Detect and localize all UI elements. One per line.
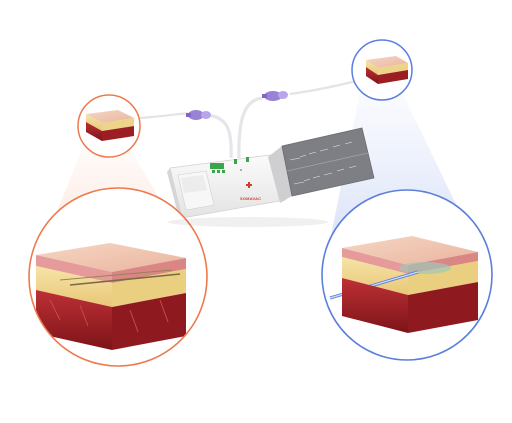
device-shadow xyxy=(168,217,328,227)
large-tissue-callout-left xyxy=(28,187,208,367)
connector-tube-left xyxy=(207,113,233,159)
right-tube-connector xyxy=(262,91,288,101)
drain-pump-device xyxy=(167,154,286,222)
fluid-reservoir-panel xyxy=(268,127,375,203)
large-tissue-callout-right xyxy=(321,189,493,361)
status-indicator-lights xyxy=(210,163,224,169)
connector-tube-right xyxy=(237,96,263,159)
left-tube-connector xyxy=(186,110,211,120)
drain-line-left xyxy=(69,273,181,286)
small-tissue-callout-left xyxy=(77,94,141,158)
small-tissue-callout-right xyxy=(351,39,413,101)
device-brand-label: SOMAVAC xyxy=(240,196,262,201)
plus-logo-icon xyxy=(246,182,252,188)
